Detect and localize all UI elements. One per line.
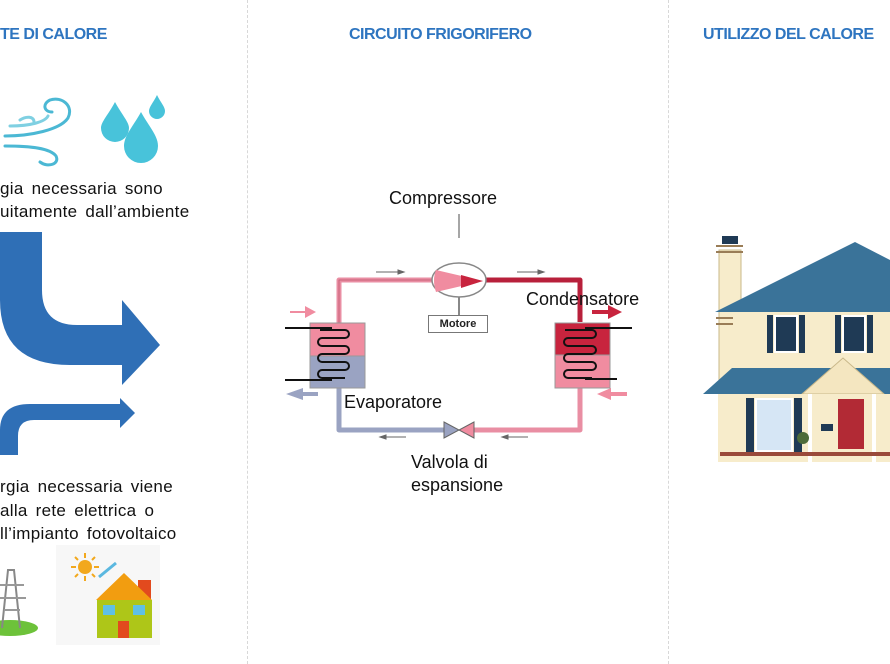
refrigerant-circuit [336, 277, 583, 433]
evaporator-label: Evaporatore [344, 392, 443, 412]
electric-text-line-3: ll’impianto fotovoltaico [0, 524, 177, 543]
house-illustration [703, 236, 890, 462]
motor-label: Motore [428, 315, 488, 333]
valve-icon [443, 421, 475, 439]
power-pylon-icon [0, 569, 38, 636]
compressor-label: Compressore [389, 188, 498, 208]
evaporator-icon [285, 306, 366, 400]
electric-text-line-2: alla rete elettrica o [0, 501, 155, 520]
electric-text-line-1: rgia necessaria viene [0, 477, 173, 496]
condenser-label: Condensatore [526, 289, 640, 309]
solar-house-icon [56, 545, 160, 645]
upper-windows [767, 315, 873, 353]
ambient-text-line-1: gia necessaria sono [0, 179, 163, 198]
ambient-text-line-2: uitamente dall’ambiente [0, 202, 190, 221]
valve-label-line-2: espansione [411, 475, 504, 495]
big-flow-arrow [0, 232, 160, 385]
heading-refrigerant-circuit: CIRCUITO FRIGORIFERO [349, 26, 532, 43]
heading-heat-use: UTILIZZO DEL CALORE [703, 26, 874, 43]
compressor-icon [431, 262, 487, 315]
small-flow-arrow [0, 398, 135, 455]
column-divider [668, 0, 669, 664]
column-divider [247, 0, 248, 664]
wind-icon [3, 97, 71, 167]
flow-direction-arrows [376, 269, 546, 440]
heading-heat-source: TE DI CALORE [0, 26, 107, 43]
valve-label-line-1: Valvola di [411, 452, 488, 472]
water-drops-icon [101, 95, 165, 163]
condenser-icon [554, 305, 632, 400]
